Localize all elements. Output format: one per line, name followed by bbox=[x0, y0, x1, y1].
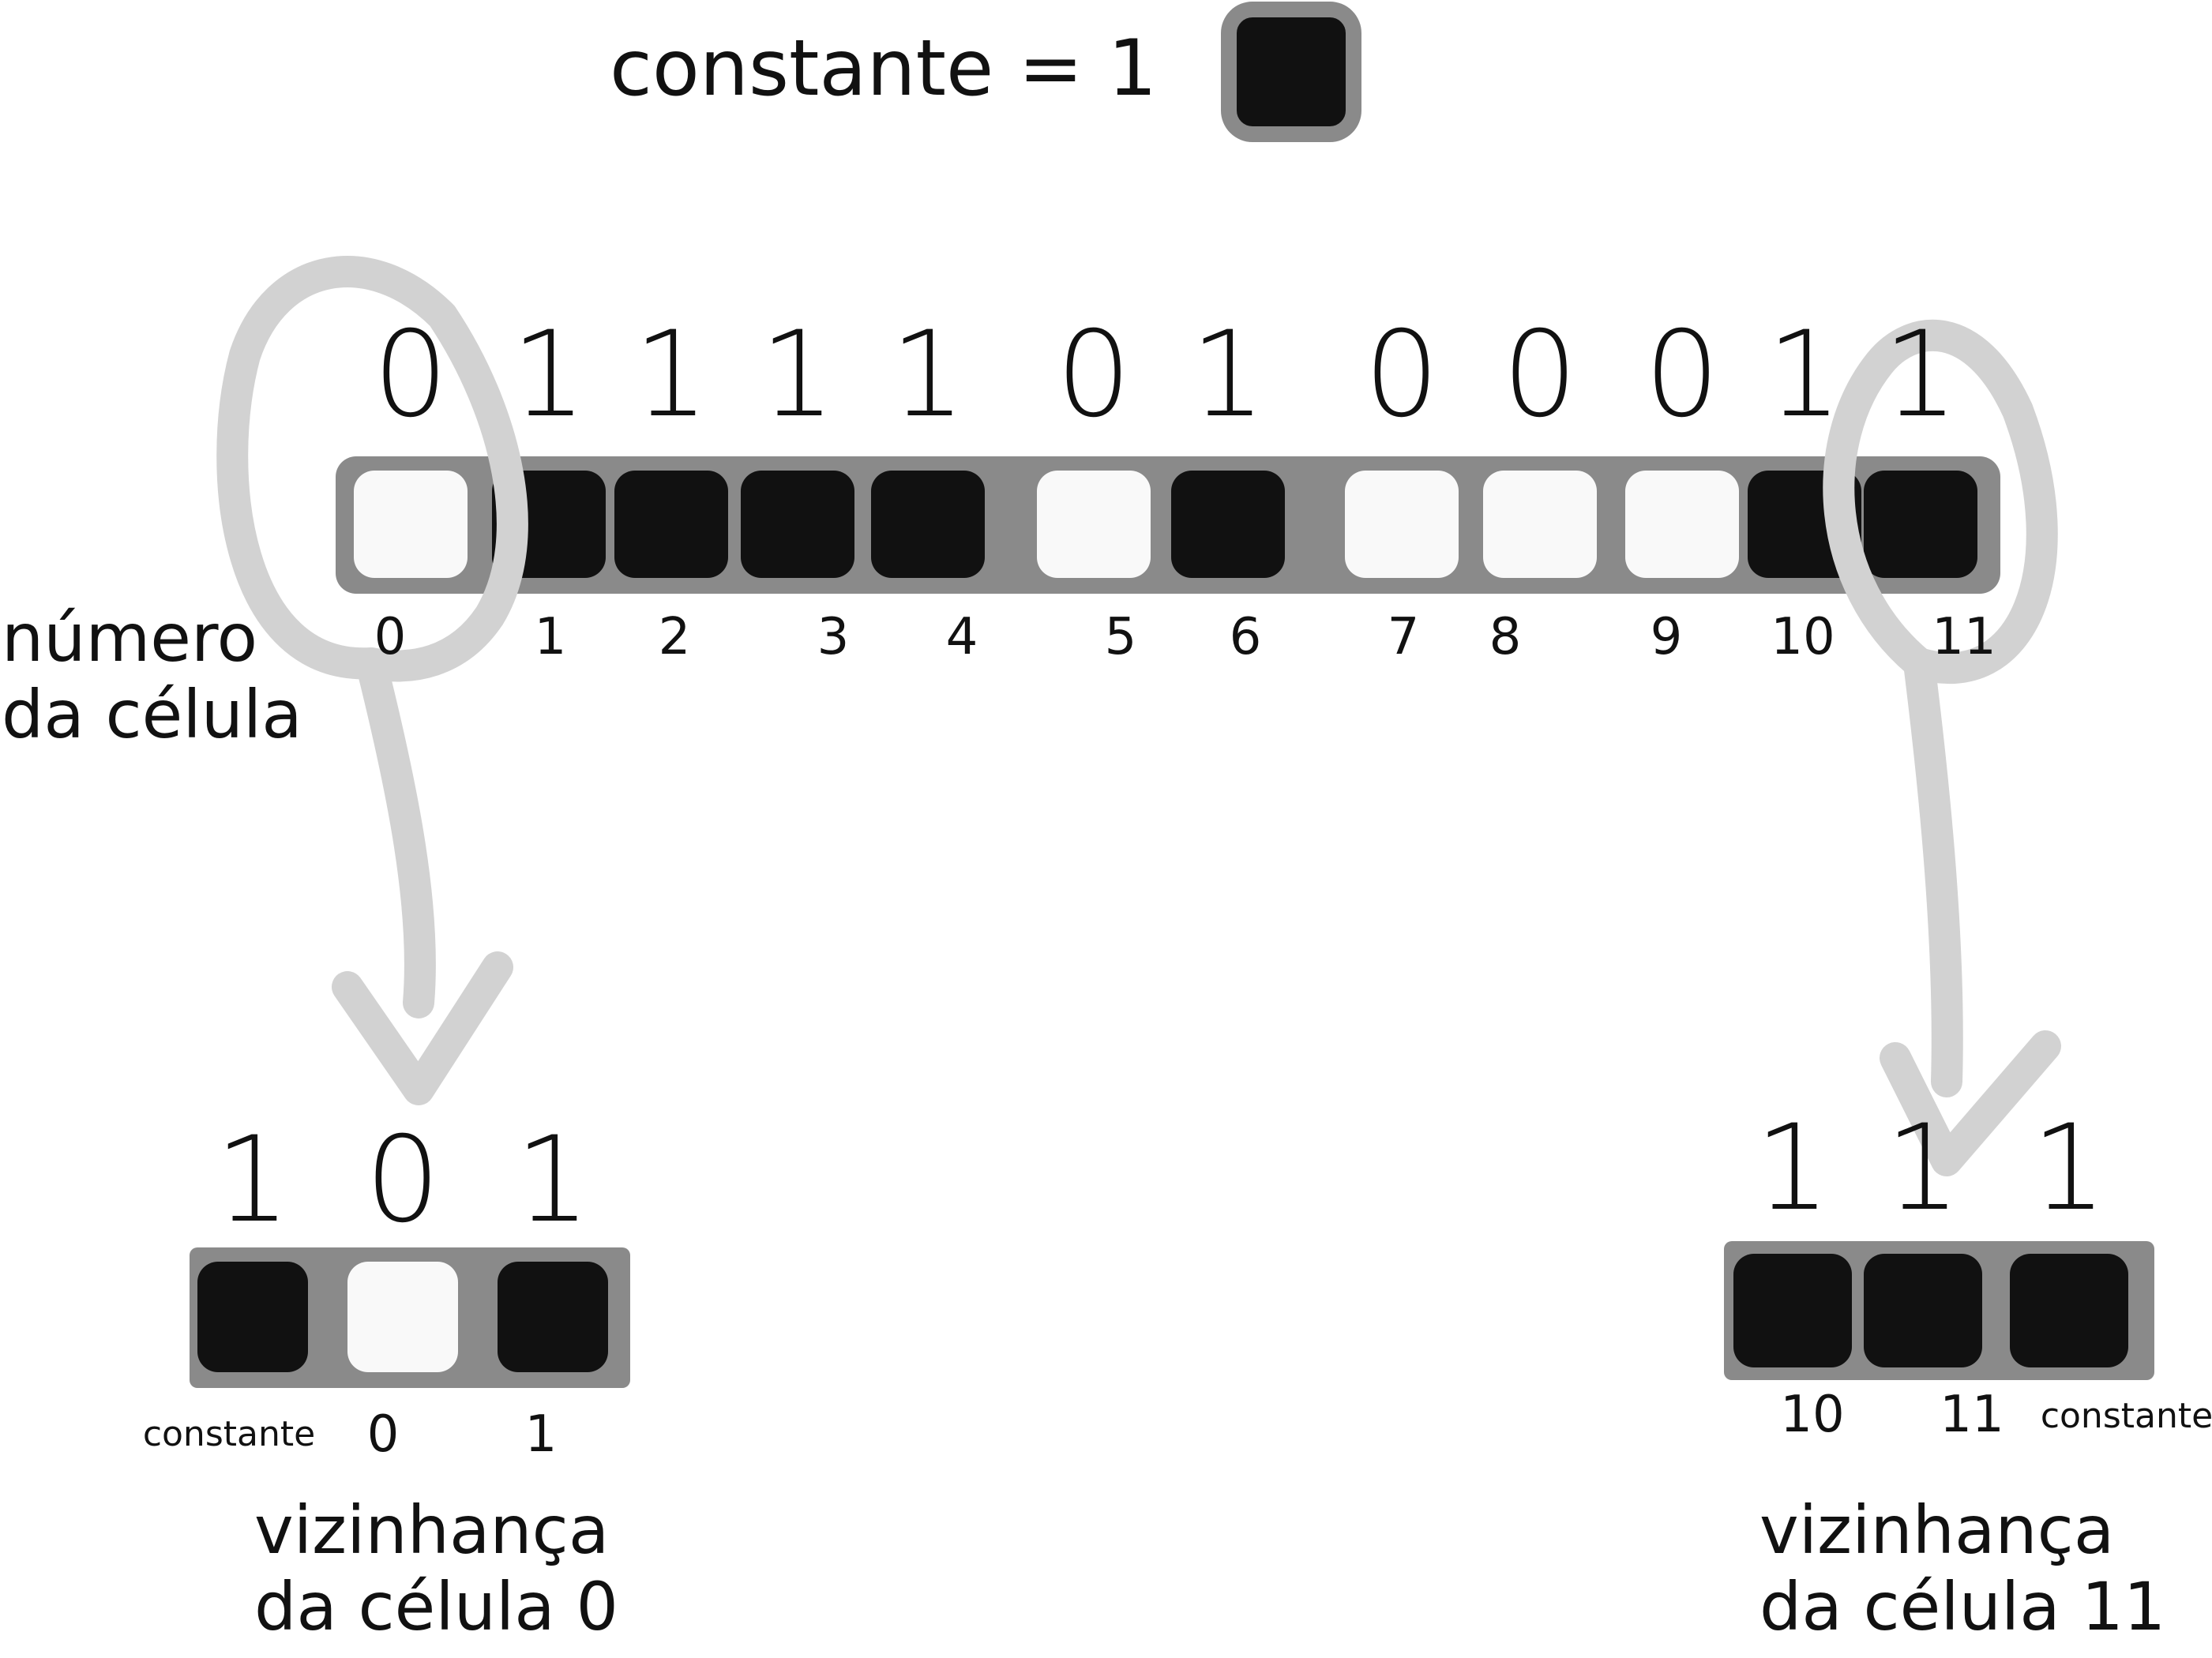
neighborhood-0-label-2: 1 bbox=[524, 1405, 558, 1464]
main-cell-4 bbox=[871, 471, 985, 578]
main-bit-0: 0 bbox=[373, 306, 449, 444]
main-bit-1: 1 bbox=[511, 306, 587, 444]
main-index-10: 10 bbox=[1771, 608, 1835, 666]
neighborhood-11-cell-1 bbox=[1864, 1254, 1982, 1367]
neighborhood-11-cell-2 bbox=[2010, 1254, 2128, 1367]
main-index-2: 2 bbox=[658, 608, 691, 666]
cell-0-arrow-shaft bbox=[355, 647, 436, 1018]
main-bit-7: 0 bbox=[1364, 306, 1440, 444]
neighborhood-11-caption-line1: vizinhança bbox=[1759, 1491, 2115, 1569]
neighborhood-11-caption-line2: da célula 11 bbox=[1759, 1568, 2166, 1646]
neighborhood-0-bit-2: 1 bbox=[515, 1112, 591, 1249]
neighborhood-11-bit-0: 1 bbox=[1755, 1100, 1831, 1237]
cell-number-caption: número da célula bbox=[2, 599, 302, 754]
cell-0-arrowhead bbox=[332, 951, 513, 1105]
neighborhood-0-caption-line1: vizinhança bbox=[254, 1491, 610, 1569]
main-cell-3 bbox=[741, 471, 854, 578]
main-index-7: 7 bbox=[1387, 608, 1420, 666]
neighborhood-0-cell-1 bbox=[347, 1262, 458, 1372]
main-index-4: 4 bbox=[945, 608, 978, 666]
main-cell-6 bbox=[1171, 471, 1285, 578]
constant-cell bbox=[1221, 2, 1361, 142]
main-cell-7 bbox=[1345, 471, 1459, 578]
main-bit-9: 0 bbox=[1644, 306, 1720, 444]
neighborhood-11-label-2: constante bbox=[2040, 1396, 2212, 1436]
main-index-6: 6 bbox=[1229, 608, 1262, 666]
main-bit-6: 1 bbox=[1190, 306, 1266, 444]
neighborhood-11-label-0: 10 bbox=[1780, 1386, 1845, 1444]
main-index-11: 11 bbox=[1932, 608, 1996, 666]
cell-0-loop bbox=[216, 256, 528, 682]
main-index-1: 1 bbox=[534, 608, 567, 666]
main-index-3: 3 bbox=[817, 608, 850, 666]
cell-number-caption-line2: da célula bbox=[2, 676, 302, 754]
main-cell-0 bbox=[354, 471, 468, 578]
cell-11-loop-arrow bbox=[1823, 319, 2061, 1176]
main-cell-8 bbox=[1483, 471, 1597, 578]
main-bit-11: 1 bbox=[1883, 306, 1959, 444]
neighborhood-0-cell-0 bbox=[197, 1262, 308, 1372]
main-index-0: 0 bbox=[374, 608, 407, 666]
neighborhood-0-caption: vizinhança da célula 0 bbox=[254, 1491, 618, 1646]
cell-0-loop-arrow bbox=[216, 256, 528, 1105]
main-index-5: 5 bbox=[1104, 608, 1137, 666]
neighborhood-11-label-1: 11 bbox=[1940, 1386, 2004, 1444]
neighborhood-11-cell-0 bbox=[1733, 1254, 1852, 1367]
neighborhood-11-bit-1: 1 bbox=[1885, 1100, 1961, 1237]
cell-11-arrowhead bbox=[1880, 1030, 2061, 1176]
cell-number-caption-line1: número bbox=[2, 599, 258, 677]
main-bit-10: 1 bbox=[1767, 306, 1842, 444]
neighborhood-11-bit-2: 1 bbox=[2031, 1100, 2107, 1237]
neighborhood-11-caption: vizinhança da célula 11 bbox=[1759, 1491, 2166, 1646]
main-cell-5 bbox=[1037, 471, 1151, 578]
main-index-8: 8 bbox=[1489, 608, 1522, 666]
neighborhood-0-caption-line2: da célula 0 bbox=[254, 1568, 618, 1646]
neighborhood-0-bit-1: 0 bbox=[365, 1112, 441, 1249]
neighborhood-0-bit-0: 1 bbox=[215, 1112, 291, 1249]
main-cell-9 bbox=[1625, 471, 1739, 578]
main-index-9: 9 bbox=[1650, 608, 1683, 666]
cell-11-arrow-shaft bbox=[1903, 647, 1963, 1097]
main-bit-2: 1 bbox=[633, 306, 709, 444]
main-cell-11 bbox=[1864, 471, 1977, 578]
main-bit-8: 0 bbox=[1502, 306, 1578, 444]
constant-label: constante = 1 bbox=[610, 24, 1158, 114]
main-bit-4: 1 bbox=[890, 306, 966, 444]
cell-11-loop bbox=[1823, 319, 2058, 685]
neighborhood-0-label-1: 0 bbox=[366, 1405, 400, 1464]
neighborhood-0-cell-2 bbox=[498, 1262, 608, 1372]
main-bit-5: 0 bbox=[1056, 306, 1132, 444]
main-cell-2 bbox=[614, 471, 728, 578]
neighborhood-0-label-0: constante bbox=[142, 1414, 316, 1454]
main-bit-3: 1 bbox=[760, 306, 836, 444]
